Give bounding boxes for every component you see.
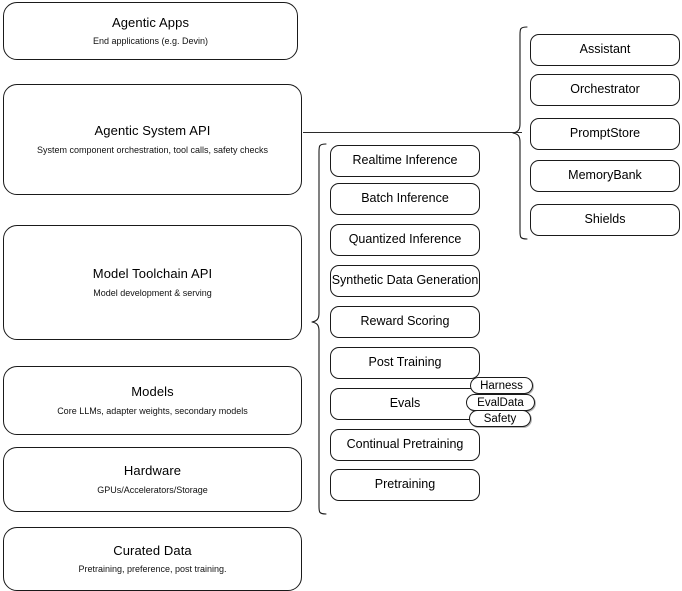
api-box-post-training[interactable]: Post Training xyxy=(330,347,480,379)
api-box-label: Continual Pretraining xyxy=(346,437,464,452)
layer-agentic-system-api[interactable]: Agentic System API System component orch… xyxy=(3,84,302,195)
connector-agentic-system-to-components xyxy=(303,132,522,133)
agentic-component-assistant[interactable]: Assistant xyxy=(530,34,680,66)
layer-title: Hardware xyxy=(123,463,182,479)
agentic-component-promptstore[interactable]: PromptStore xyxy=(530,118,680,150)
api-box-batch-inference[interactable]: Batch Inference xyxy=(330,183,480,215)
api-box-quantized-inference[interactable]: Quantized Inference xyxy=(330,224,480,256)
layer-model-toolchain-api[interactable]: Model Toolchain API Model development & … xyxy=(3,225,302,340)
layer-title: Agentic Apps xyxy=(111,14,190,30)
layer-subtitle: Core LLMs, adapter weights, secondary mo… xyxy=(57,405,248,416)
layer-subtitle: GPUs/Accelerators/Storage xyxy=(97,484,208,495)
agentic-component-label: PromptStore xyxy=(569,126,641,141)
agentic-component-label: Orchestrator xyxy=(570,82,640,97)
api-box-label: Realtime Inference xyxy=(352,153,458,168)
api-box-label: Post Training xyxy=(368,355,442,370)
toolchain-apis-brace xyxy=(311,143,327,515)
api-box-reward-scoring[interactable]: Reward Scoring xyxy=(330,306,480,338)
layer-title: Agentic System API xyxy=(94,123,211,139)
layer-curated-data[interactable]: Curated Data Pretraining, preference, po… xyxy=(3,527,302,591)
api-box-label: Synthetic Data Generation xyxy=(331,273,479,288)
layer-subtitle: Pretraining, preference, post training. xyxy=(78,564,227,574)
eval-chip-label: Safety xyxy=(483,412,517,425)
api-box-label: Evals xyxy=(389,396,421,411)
layer-subtitle: System component orchestration, tool cal… xyxy=(36,144,269,155)
agentic-component-label: MemoryBank xyxy=(568,168,642,183)
eval-chip-label: Harness xyxy=(480,379,523,392)
api-box-label: Pretraining xyxy=(374,477,436,492)
api-box-label: Quantized Inference xyxy=(348,232,462,247)
layer-subtitle: End applications (e.g. Devin) xyxy=(92,36,209,46)
agentic-component-label: Shields xyxy=(584,212,626,227)
layer-agentic-apps[interactable]: Agentic Apps End applications (e.g. Devi… xyxy=(3,2,298,60)
eval-chip-harness[interactable]: Harness xyxy=(470,377,533,394)
eval-chip-label: EvalData xyxy=(477,396,524,409)
api-box-label: Batch Inference xyxy=(361,191,449,206)
api-box-pretraining[interactable]: Pretraining xyxy=(330,469,480,501)
layer-subtitle: Model development & serving xyxy=(93,287,212,298)
agentic-components-brace xyxy=(512,26,528,240)
layer-title: Models xyxy=(131,384,174,400)
api-box-label: Reward Scoring xyxy=(360,314,450,329)
layer-title: Model Toolchain API xyxy=(92,266,213,282)
layer-title: Curated Data xyxy=(113,542,192,558)
agentic-component-label: Assistant xyxy=(579,42,631,57)
agentic-component-shields[interactable]: Shields xyxy=(530,204,680,236)
api-box-synthetic-data-generation[interactable]: Synthetic Data Generation xyxy=(330,265,480,297)
layer-hardware[interactable]: Hardware GPUs/Accelerators/Storage xyxy=(3,447,302,512)
api-box-continual-pretraining[interactable]: Continual Pretraining xyxy=(330,429,480,461)
agentic-component-orchestrator[interactable]: Orchestrator xyxy=(530,74,680,106)
api-box-evals[interactable]: Evals xyxy=(330,388,480,420)
layer-models[interactable]: Models Core LLMs, adapter weights, secon… xyxy=(3,366,302,435)
api-box-realtime-inference[interactable]: Realtime Inference xyxy=(330,145,480,177)
eval-chip-safety[interactable]: Safety xyxy=(469,410,531,427)
eval-chip-evaldata[interactable]: EvalData xyxy=(466,394,535,411)
agentic-component-memorybank[interactable]: MemoryBank xyxy=(530,160,680,192)
